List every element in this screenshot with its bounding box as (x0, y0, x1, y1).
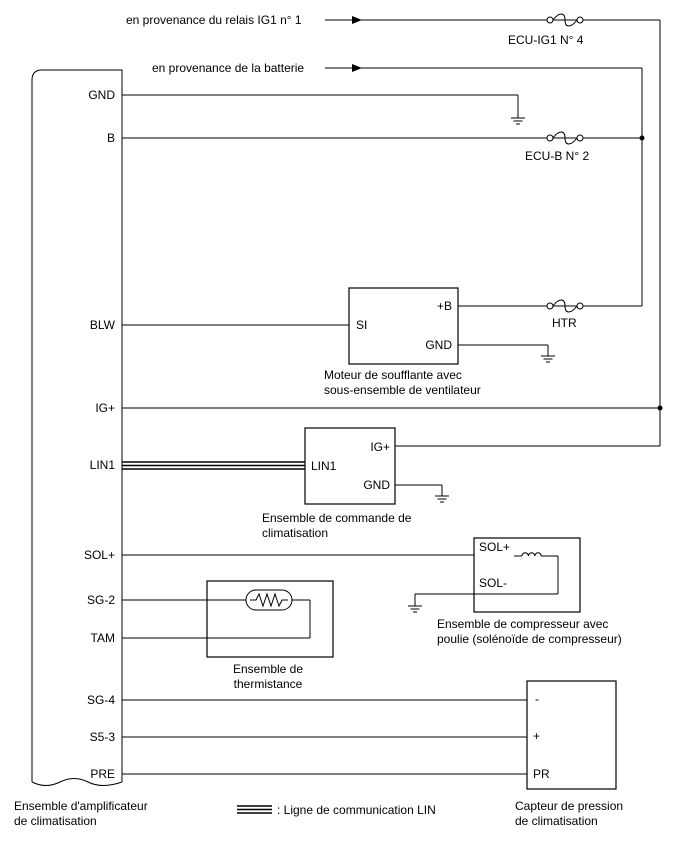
gnd-wire (122, 94, 526, 125)
blower-pin-b: +B (437, 299, 452, 313)
pressure-pin-plus: + (533, 729, 540, 743)
pressure-pin-pr: PR (533, 767, 550, 781)
pressure-caption-line1: Capteur de pression (515, 799, 623, 813)
amplifier-caption-line1: Ensemble d'amplificateur (14, 799, 148, 813)
lin-legend-label: : Ligne de communication LIN (277, 803, 436, 817)
battery-source (325, 64, 643, 306)
ground-icon (434, 487, 450, 503)
compressor-caption-line2: poulie (solénoïde de compresseur) (437, 632, 622, 646)
ig1-relay-source (325, 16, 661, 446)
pin-sg2: SG-2 (87, 593, 115, 607)
b-wire (122, 135, 645, 141)
amplifier-box (31, 69, 123, 786)
pin-b: B (107, 131, 115, 145)
blower-motor-box (348, 287, 459, 365)
blower-gnd-wire (458, 344, 556, 363)
pin-s53: S5-3 (90, 730, 116, 744)
control-caption-line1: Ensemble de commande de (262, 511, 412, 525)
blower-caption-line2: sous-ensemble de ventilateur (324, 383, 481, 397)
compressor-pin-solm: SOL- (479, 576, 507, 590)
blower-pin-gnd: GND (425, 338, 452, 352)
control-pin-lin1: LIN1 (311, 459, 337, 473)
control-assembly-box (304, 427, 396, 505)
control-gnd-wire (395, 484, 450, 503)
compressor-gnd-wire (407, 593, 474, 613)
ig-wire (122, 405, 663, 411)
pin-tam: TAM (91, 631, 115, 645)
control-pin-gnd: GND (363, 478, 390, 492)
pin-pre: PRE (90, 767, 115, 781)
fuse-htr-icon (546, 299, 584, 313)
pin-sol: SOL+ (84, 548, 115, 562)
pin-gnd: GND (88, 88, 115, 102)
battery-label: en provenance de la batterie (152, 61, 304, 75)
pin-ig: IG+ (95, 401, 115, 415)
fuse-htr-label: HTR (552, 316, 577, 330)
pin-sg4: SG-4 (87, 693, 115, 707)
compressor-caption-line1: Ensemble de compresseur avec (437, 617, 608, 631)
thermistor-caption-line1: Ensemble de (233, 662, 303, 676)
pressure-caption-line2: de climatisation (515, 814, 598, 828)
ground-icon (407, 597, 423, 613)
lin-legend-line (237, 805, 272, 814)
lin1-wire (122, 461, 305, 470)
pin-lin1: LIN1 (90, 458, 116, 472)
fuse-ecu-ig1-label: ECU-IG1 N° 4 (508, 33, 584, 47)
fuse-ecu-b-label: ECU-B N° 2 (525, 149, 589, 163)
ig1-relay-label: en provenance du relais IG1 n° 1 (126, 13, 302, 27)
blower-caption-line1: Moteur de soufflante avec (324, 368, 462, 382)
ground-icon (510, 109, 526, 125)
compressor-internal-wiring (474, 552, 559, 595)
fuse-ecu-ig1-icon (546, 13, 584, 27)
blower-pin-si: SI (356, 318, 367, 332)
fuse-ecu-b-icon (546, 131, 584, 145)
thermistor-caption-line2: thermistance (234, 677, 303, 691)
ground-icon (540, 347, 556, 363)
control-caption-line2: climatisation (262, 526, 328, 540)
pressure-pin-minus: - (535, 692, 539, 706)
pin-blw: BLW (90, 318, 116, 332)
compressor-pin-solp: SOL+ (479, 540, 510, 554)
compressor-box (473, 537, 581, 613)
pressure-sensor-box (526, 680, 617, 790)
control-pin-ig: IG+ (370, 440, 390, 454)
amplifier-caption-line2: de climatisation (14, 814, 97, 828)
thermistor-wiring (122, 589, 311, 639)
